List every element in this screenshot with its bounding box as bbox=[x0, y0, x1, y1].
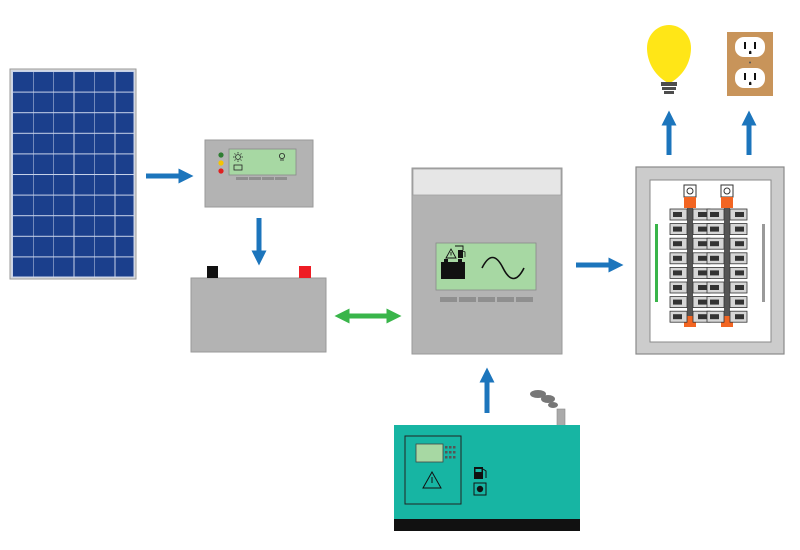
status-led-green bbox=[218, 152, 224, 158]
sun-icon bbox=[233, 152, 243, 162]
fuel-icon bbox=[458, 250, 466, 258]
panel-indicator-gray bbox=[762, 224, 765, 302]
panel-indicator-green bbox=[655, 224, 658, 302]
breaker-panel-icon bbox=[635, 166, 785, 355]
battery-small-icon bbox=[441, 259, 465, 279]
main-breaker-terminal bbox=[720, 184, 734, 198]
exhaust-pipe bbox=[556, 408, 566, 427]
controller-buttons bbox=[236, 177, 287, 180]
exhaust-smoke bbox=[530, 390, 558, 408]
connector-line bbox=[455, 245, 464, 250]
solar-panel-icon bbox=[9, 68, 137, 280]
status-led-red bbox=[218, 168, 224, 174]
battery-icon bbox=[190, 266, 327, 353]
battery-small-icon bbox=[233, 164, 243, 171]
sine-wave-icon bbox=[481, 256, 525, 280]
positive-terminal bbox=[299, 266, 311, 278]
main-breaker-terminal bbox=[683, 184, 697, 198]
outlet-icon bbox=[727, 32, 773, 96]
power-button-icon bbox=[473, 482, 487, 496]
light-bulb-icon bbox=[647, 25, 691, 94]
warning-icon bbox=[445, 248, 457, 259]
flow-arrows bbox=[146, 110, 757, 413]
negative-terminal bbox=[207, 266, 218, 278]
generator-keypad bbox=[445, 446, 456, 459]
bulb-small-icon bbox=[278, 152, 285, 161]
generator-control-panel bbox=[404, 435, 462, 505]
fuel-icon bbox=[474, 467, 487, 479]
warning-icon bbox=[422, 470, 442, 489]
inverter-icon bbox=[411, 167, 563, 355]
charge-controller-icon bbox=[204, 139, 314, 208]
controller-lcd bbox=[228, 148, 297, 176]
generator-icon bbox=[394, 390, 580, 531]
status-led-yellow bbox=[218, 160, 224, 166]
inverter-buttons bbox=[440, 297, 533, 302]
generator-lcd bbox=[415, 443, 444, 463]
